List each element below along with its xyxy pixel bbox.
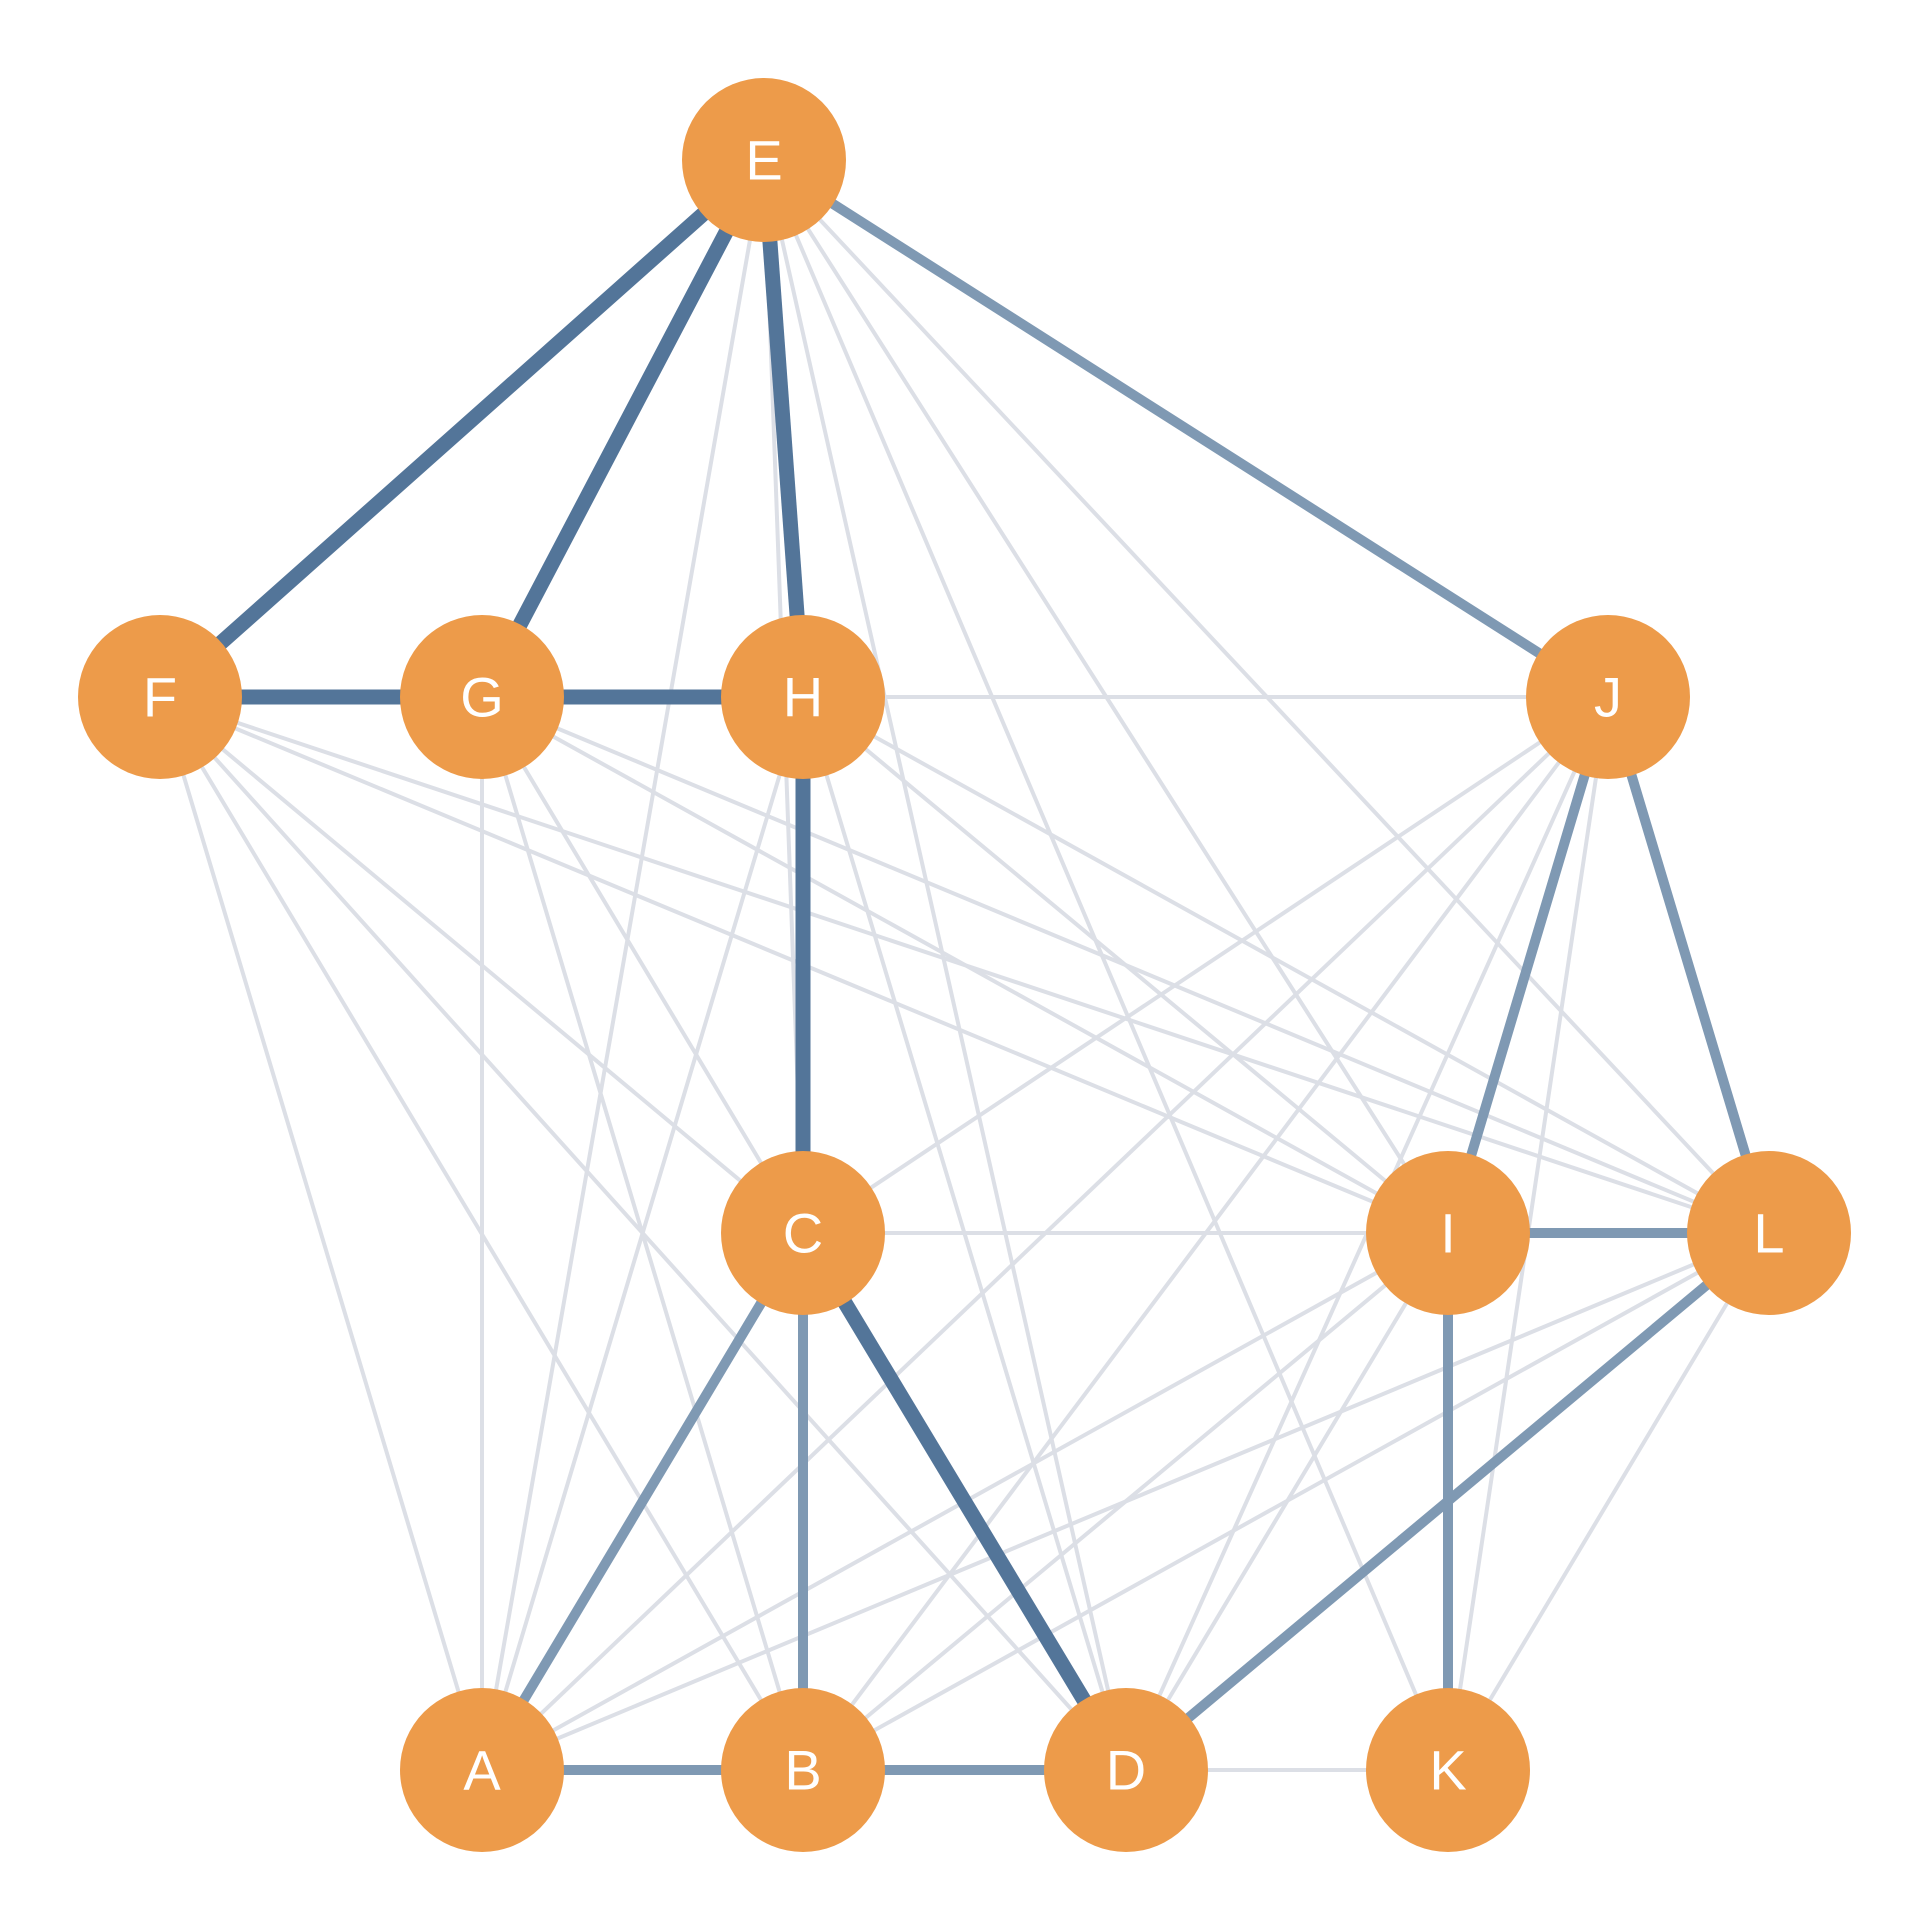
edge-e-d	[762, 159, 1128, 1771]
edge-j-b	[801, 695, 1610, 1772]
node-circle	[400, 1688, 564, 1852]
node-label: K	[1429, 1739, 1466, 1802]
nodes-layer: A B C D E F G H I J K L	[78, 78, 1851, 1852]
edge-c-a	[477, 1230, 808, 1773]
edge-h-l	[802, 695, 1770, 1235]
edge-l-k	[1446, 1231, 1771, 1772]
node-circle	[78, 615, 242, 779]
node-circle	[1526, 615, 1690, 779]
edge-h-i	[801, 695, 1450, 1235]
edge-f-a	[158, 696, 484, 1771]
node-circle	[1366, 1688, 1530, 1852]
edge-j-l	[1603, 695, 1774, 1235]
node-b: B	[721, 1688, 885, 1852]
edge-g-c	[480, 695, 805, 1235]
edge-g-i	[481, 695, 1449, 1235]
node-circle	[1044, 1688, 1208, 1852]
edge-j-a	[480, 695, 1610, 1772]
node-label: J	[1594, 666, 1622, 729]
node-f: F	[78, 615, 242, 779]
node-label: D	[1106, 1739, 1146, 1802]
node-circle	[682, 78, 846, 242]
node-circle	[721, 1688, 885, 1852]
node-h: H	[721, 615, 885, 779]
node-label: L	[1753, 1202, 1784, 1265]
node-a: A	[400, 1688, 564, 1852]
node-label: A	[463, 1739, 501, 1802]
node-circle	[1687, 1151, 1851, 1315]
node-i: I	[1366, 1151, 1530, 1315]
node-g: G	[400, 615, 564, 779]
node-label: E	[745, 129, 782, 192]
edge-e-k	[762, 159, 1450, 1771]
node-label: B	[784, 1739, 821, 1802]
node-label: G	[460, 666, 504, 729]
edge-e-f	[155, 154, 769, 703]
node-label: I	[1440, 1202, 1456, 1265]
edge-c-d	[796, 1229, 1133, 1774]
node-k: K	[1366, 1688, 1530, 1852]
node-d: D	[1044, 1688, 1208, 1852]
edge-i-j	[1443, 695, 1613, 1235]
edge-e-h	[756, 159, 811, 698]
edge-l-a	[481, 1231, 1770, 1772]
edge-h-d	[801, 696, 1128, 1771]
edge-e-j	[761, 155, 1611, 702]
edge-e-a	[480, 159, 766, 1771]
node-label: H	[783, 666, 823, 729]
node-circle	[721, 1151, 885, 1315]
node-c: C	[721, 1151, 885, 1315]
node-circle	[1366, 1151, 1530, 1315]
edge-e-g	[475, 156, 771, 701]
node-l: L	[1687, 1151, 1851, 1315]
node-label: C	[783, 1202, 823, 1265]
node-circle	[721, 615, 885, 779]
node-circle	[400, 615, 564, 779]
edge-l-b	[802, 1231, 1770, 1772]
edges-layer	[155, 154, 1774, 1775]
node-j: J	[1526, 615, 1690, 779]
node-e: E	[682, 78, 846, 242]
node-label: F	[143, 666, 177, 729]
edge-h-a	[480, 696, 805, 1771]
